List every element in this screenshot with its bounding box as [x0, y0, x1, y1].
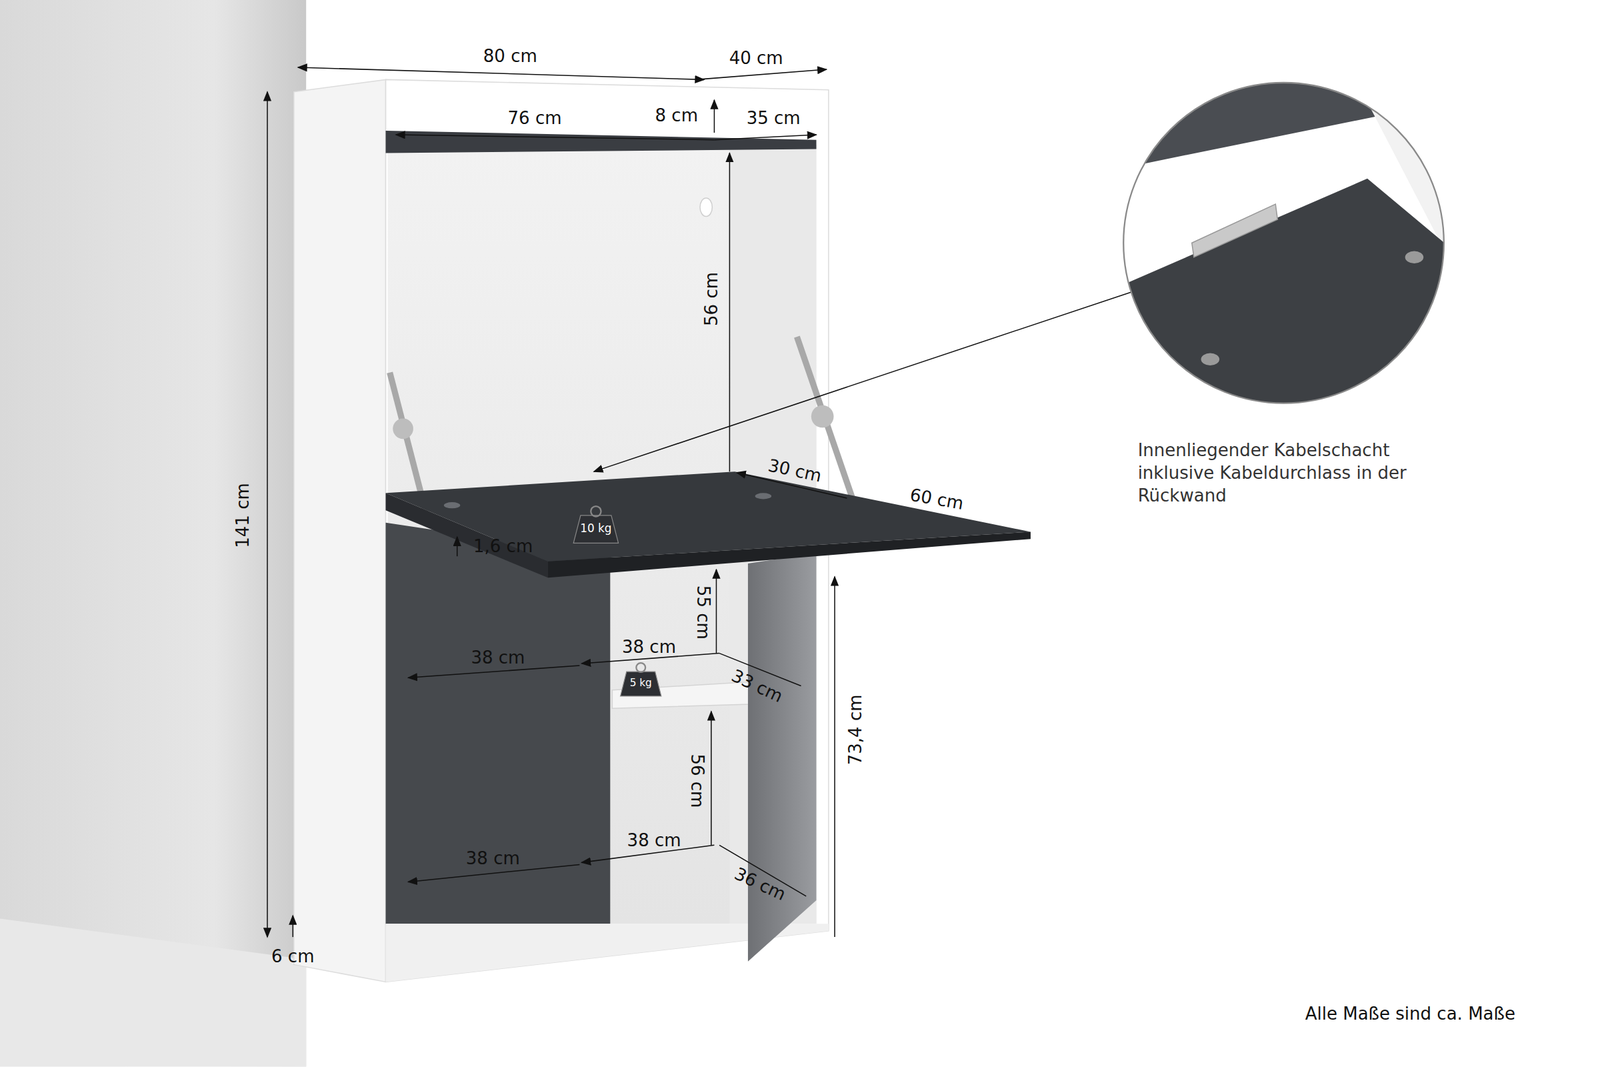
dimension-label: 38 cm: [627, 829, 682, 850]
dimension-label: 6 cm: [271, 946, 315, 967]
dimension-label: 8 cm: [655, 104, 699, 126]
dimension-label: 35 cm: [746, 108, 801, 129]
dimension-label: 80 cm: [483, 46, 538, 67]
weight-label: 5 kg: [630, 676, 652, 689]
dimension-label: 73,4 cm: [844, 694, 866, 765]
dimension-label: 141 cm: [232, 482, 254, 548]
weight-label: 10 kg: [580, 522, 612, 536]
dimension-label: 40 cm: [729, 48, 784, 69]
dimension-label: 38 cm: [470, 646, 525, 668]
dimension-label: 55 cm: [692, 585, 714, 640]
dimension-label: 56 cm: [686, 753, 708, 808]
footnote: Alle Maße sind ca. Maße: [1305, 1002, 1516, 1024]
dimension-label: 38 cm: [622, 636, 676, 658]
callout-note: Innenliegender Kabelschacht inklusive Ka…: [1138, 438, 1444, 506]
dimension-label: 1,6 cm: [473, 535, 533, 556]
dimension-label: 76 cm: [508, 108, 562, 129]
dimension-label: 56 cm: [700, 272, 722, 326]
dimension-label: 38 cm: [466, 848, 520, 869]
